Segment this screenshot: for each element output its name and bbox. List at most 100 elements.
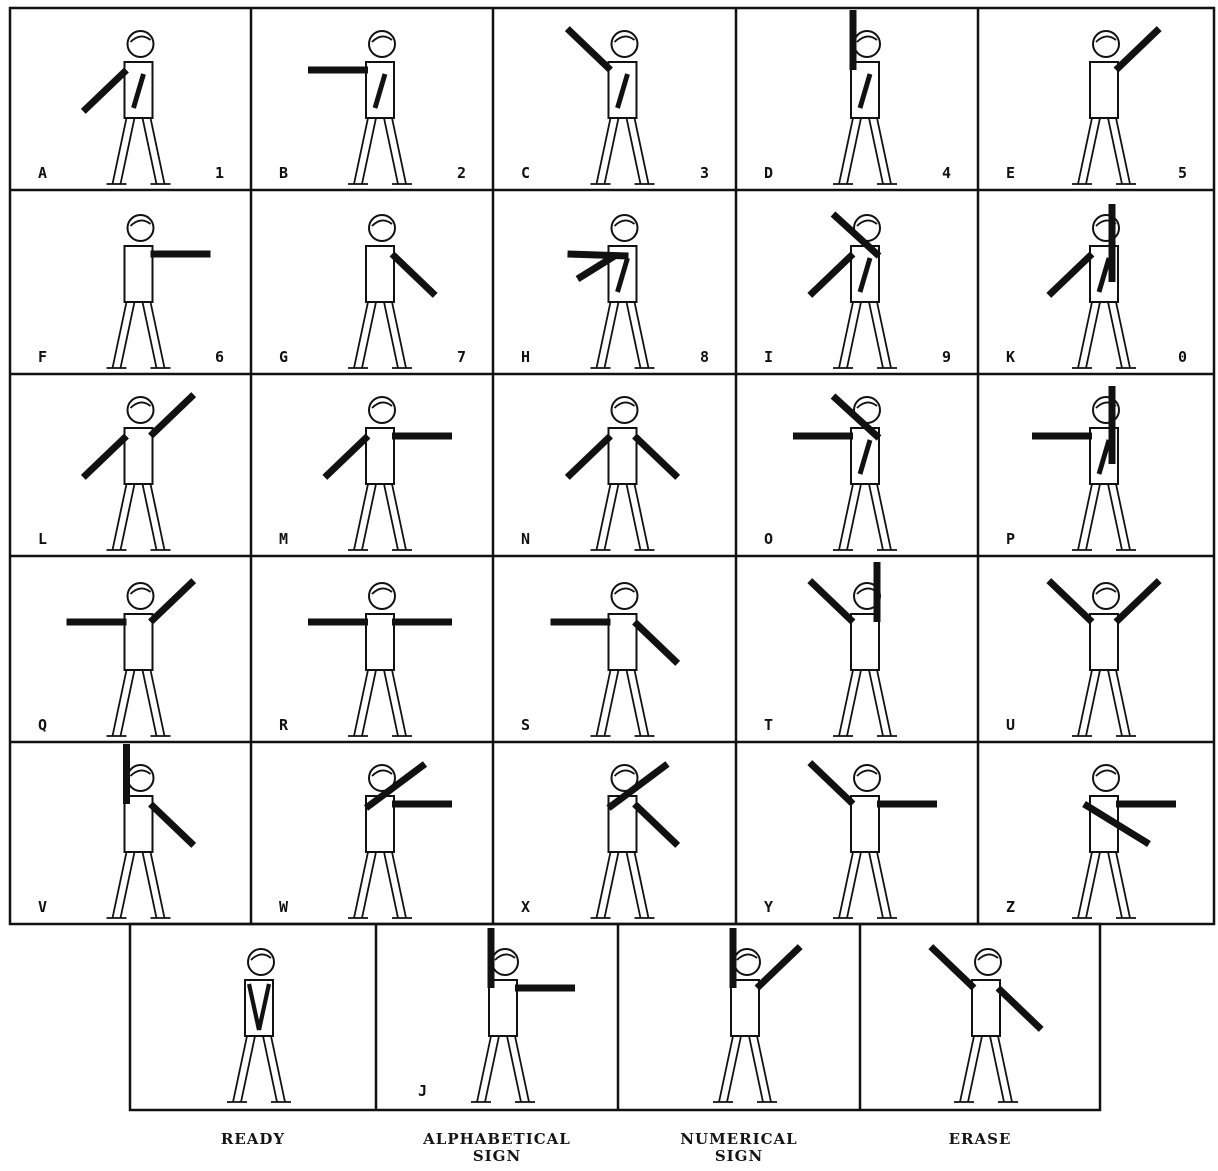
leg-line — [362, 118, 376, 184]
leg-line — [605, 852, 619, 918]
leg-line — [362, 852, 376, 918]
leg-line — [384, 852, 398, 918]
body-box — [731, 980, 759, 1036]
body-box — [609, 428, 637, 484]
leg-line — [627, 118, 641, 184]
leg-line — [869, 670, 883, 736]
cell-letter: O — [764, 530, 773, 548]
leg-line — [143, 118, 157, 184]
cell-number: 6 — [215, 348, 224, 366]
arm-line — [1116, 29, 1159, 70]
semaphore-special-1: J — [418, 928, 575, 1102]
cell-letter: I — [764, 348, 773, 366]
leg-line — [354, 852, 368, 918]
leg-line — [727, 1036, 741, 1102]
leg-line — [719, 1036, 733, 1102]
leg-line — [263, 1036, 277, 1102]
body-box — [366, 246, 394, 302]
head-circle — [612, 215, 638, 241]
leg-line — [1078, 302, 1092, 368]
semaphore-special-3 — [931, 947, 1041, 1102]
arm-line — [810, 581, 853, 622]
leg-line — [113, 302, 127, 368]
leg-line — [1086, 302, 1100, 368]
semaphore-cell-y: Y — [764, 763, 937, 918]
cell-number: 3 — [700, 164, 709, 182]
leg-line — [627, 670, 641, 736]
leg-line — [597, 302, 611, 368]
leg-line — [847, 484, 861, 550]
body-box — [851, 796, 879, 852]
body-box — [972, 980, 1000, 1036]
caption-3: ERASE — [860, 1131, 1100, 1148]
leg-line — [515, 1036, 529, 1102]
leg-line — [839, 670, 853, 736]
leg-line — [1078, 118, 1092, 184]
leg-line — [354, 302, 368, 368]
leg-line — [121, 302, 135, 368]
leg-line — [384, 302, 398, 368]
semaphore-cell-o: O — [764, 396, 897, 550]
leg-line — [362, 484, 376, 550]
leg-line — [597, 670, 611, 736]
leg-line — [869, 302, 883, 368]
cell-number: 8 — [700, 348, 709, 366]
leg-line — [877, 118, 891, 184]
semaphore-cell-z: Z — [1006, 765, 1176, 918]
cell-letter: Q — [38, 716, 47, 734]
leg-line — [635, 852, 649, 918]
cell-letter: B — [279, 164, 288, 182]
cell-letter: N — [521, 530, 530, 548]
cell-number: 7 — [457, 348, 466, 366]
cell-letter: S — [521, 716, 530, 734]
leg-line — [1116, 484, 1130, 550]
head-circle — [734, 949, 760, 975]
cell-letter: R — [279, 716, 289, 734]
leg-line — [143, 484, 157, 550]
arm-line — [1116, 581, 1159, 622]
cell-letter: C — [521, 164, 530, 182]
head-circle — [854, 765, 880, 791]
cell-letter: H — [521, 348, 530, 366]
leg-line — [1086, 118, 1100, 184]
cell-letter: G — [279, 348, 288, 366]
cell-number: 0 — [1178, 348, 1187, 366]
semaphore-cell-d: D4 — [764, 10, 951, 184]
semaphore-cell-q: Q — [38, 581, 194, 736]
semaphore-cell-n: N — [521, 397, 678, 550]
leg-line — [143, 670, 157, 736]
head-circle — [128, 583, 154, 609]
leg-line — [877, 670, 891, 736]
cell-number: 9 — [942, 348, 951, 366]
cell-letter: E — [1006, 164, 1015, 182]
leg-line — [151, 852, 165, 918]
head-circle — [975, 949, 1001, 975]
caption-line: ERASE — [860, 1131, 1100, 1148]
leg-line — [241, 1036, 255, 1102]
leg-line — [113, 852, 127, 918]
leg-line — [1078, 670, 1092, 736]
leg-line — [485, 1036, 499, 1102]
body-box — [366, 428, 394, 484]
leg-line — [847, 118, 861, 184]
leg-line — [877, 852, 891, 918]
leg-line — [990, 1036, 1004, 1102]
leg-line — [1116, 302, 1130, 368]
head-circle — [1093, 583, 1119, 609]
leg-line — [839, 852, 853, 918]
head-circle — [128, 215, 154, 241]
leg-line — [1108, 302, 1122, 368]
semaphore-cell-g: G7 — [279, 215, 466, 368]
caption-line: SIGN — [618, 1148, 860, 1165]
semaphore-special-0 — [227, 949, 291, 1102]
cell-letter: Z — [1006, 898, 1015, 916]
cell-letter: X — [521, 898, 530, 916]
caption-0: READY — [130, 1131, 376, 1148]
leg-line — [151, 302, 165, 368]
leg-line — [121, 670, 135, 736]
leg-line — [151, 670, 165, 736]
body-box — [1090, 62, 1118, 118]
